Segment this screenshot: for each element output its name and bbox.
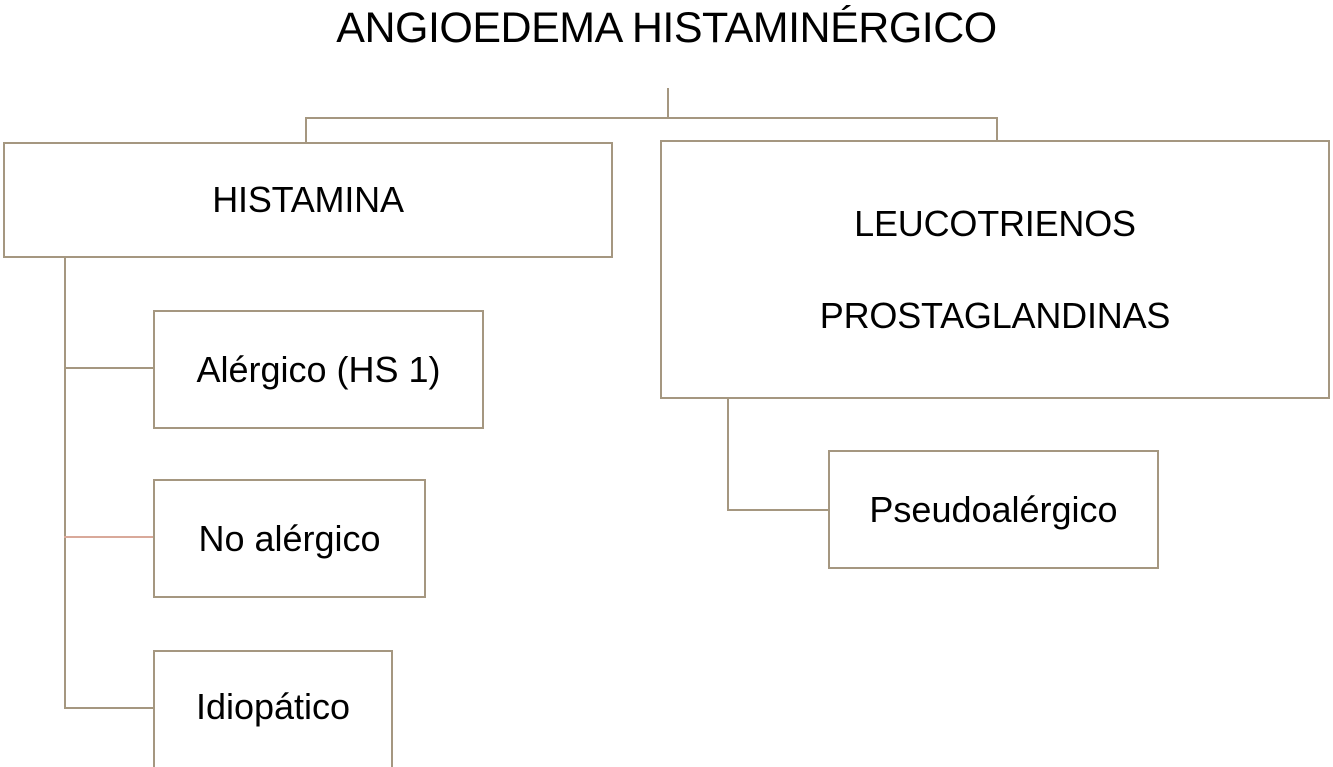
connector-root-to-leucotrienos bbox=[996, 117, 998, 142]
connector-root-to-histamina bbox=[305, 117, 307, 143]
node-pseudoalergico-label: Pseudoalérgico bbox=[869, 488, 1118, 530]
node-alergico[interactable]: Alérgico (HS 1) bbox=[153, 310, 484, 429]
node-no-alergico-label: No alérgico bbox=[198, 517, 381, 559]
connector-histamina-to-idiopatico bbox=[64, 707, 155, 709]
node-idiopatico-label: Idiopático bbox=[195, 686, 351, 728]
connector-leucotrienos-to-pseudoalergico bbox=[727, 509, 830, 511]
node-leucotrienos-prostaglandinas[interactable]: LEUCOTRIENOS PROSTAGLANDINAS bbox=[660, 140, 1330, 399]
node-leucotrienos-prostaglandinas-label: LEUCOTRIENOS PROSTAGLANDINAS bbox=[819, 202, 1171, 336]
connector-histamina-to-alergico bbox=[64, 367, 155, 369]
connector-leucotrienos-trunk bbox=[727, 397, 729, 511]
connector-histamina-to-no-alergico bbox=[64, 536, 155, 538]
node-pseudoalergico[interactable]: Pseudoalérgico bbox=[828, 450, 1159, 569]
connector-histamina-trunk bbox=[64, 257, 66, 709]
node-histamina-label: HISTAMINA bbox=[212, 179, 404, 221]
connector-root-stub bbox=[667, 88, 669, 118]
node-no-alergico[interactable]: No alérgico bbox=[153, 479, 426, 598]
diagram-title: ANGIOEDEMA HISTAMINÉRGICO bbox=[336, 4, 997, 52]
connector-root-horizontal-bar bbox=[305, 117, 998, 119]
node-histamina[interactable]: HISTAMINA bbox=[3, 142, 613, 258]
node-idiopatico[interactable]: Idiopático bbox=[153, 650, 393, 767]
node-alergico-label: Alérgico (HS 1) bbox=[196, 348, 441, 390]
